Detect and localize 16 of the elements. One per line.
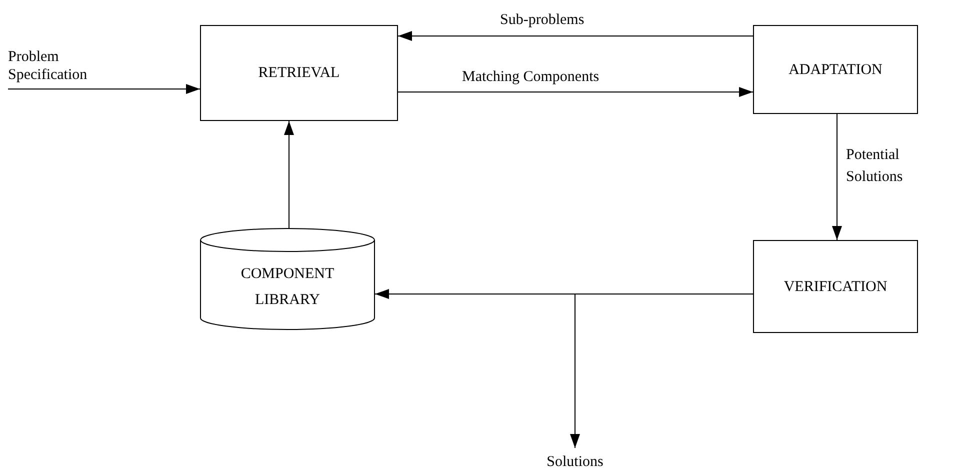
node-label: Solutions [546, 453, 604, 472]
arrow [398, 87, 754, 97]
arrow [284, 120, 294, 228]
node-label: Problem Specification [8, 48, 88, 84]
database-cylinder [200, 228, 375, 330]
node-label: ADAPTATION [788, 60, 882, 80]
node-label: RETRIEVAL [258, 64, 340, 83]
process-box [753, 25, 918, 114]
arrow [570, 294, 754, 448]
arrow [8, 84, 200, 94]
process-box [200, 25, 398, 121]
arrow [832, 114, 842, 240]
node-label: VERIFICATION [784, 278, 888, 296]
node-label: COMPONENT LIBRARY [240, 265, 336, 310]
arrow [398, 31, 754, 41]
process-box [753, 240, 918, 333]
